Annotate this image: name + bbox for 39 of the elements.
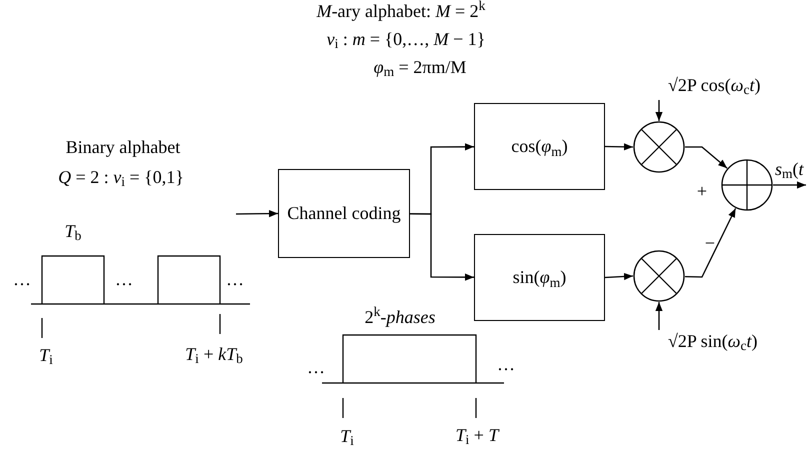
ellipsis-text: …: [12, 268, 32, 290]
arrow: [685, 146, 728, 169]
arrow: [604, 143, 634, 150]
formula-text: v$_{i}$ : m = {0,…, M − 1}: [326, 28, 486, 50]
ellipsis-text: …: [306, 356, 326, 378]
multiplier-symbol: [633, 121, 685, 173]
caption-text: Binary alphabet: [64, 136, 182, 158]
arrow: [655, 302, 663, 330]
formula-text: φ$_{m}$ = 2πm/M: [372, 56, 468, 78]
arrow: [604, 272, 634, 280]
process-box: [474, 234, 605, 321]
arrow: [773, 181, 806, 189]
ellipsis-text: …: [225, 268, 245, 290]
multiplier-symbol: [633, 250, 685, 302]
box-label: cos(φ$_{m}$): [511, 135, 568, 158]
time-label: T$_{i}$ + T: [454, 424, 500, 446]
output-label: s$_{m}$(t: [775, 158, 808, 180]
box-label: Channel coding: [287, 202, 401, 225]
caption-text: 2$^{k}$-phases: [364, 306, 436, 328]
sign-text: −: [704, 232, 716, 254]
arrow: [236, 210, 278, 218]
ellipsis-text: …: [114, 268, 134, 290]
carrier-label: √2P cos(ω$_{c}$t): [668, 74, 806, 100]
arrow: [655, 100, 663, 121]
formula-text: Q = 2 : v$_{i}$ = {0,1}: [57, 166, 185, 188]
summer-symbol: [721, 159, 773, 211]
process-box: [278, 169, 410, 258]
arrow: [684, 208, 736, 278]
time-label: T$_{i}$ + kT$_{b}$: [184, 343, 244, 366]
process-box: [474, 103, 605, 190]
arrow: [410, 213, 474, 281]
formula-text: M-ary alphabet: M = 2$^{k}$: [316, 0, 486, 22]
sign-text: +: [696, 180, 708, 202]
carrier-label: √2P sin(ω$_{c}$t): [668, 330, 806, 356]
time-label: T$_{i}$: [38, 344, 54, 366]
box-label: sin(φ$_{m}$): [512, 266, 566, 289]
time-label: T$_{b}$: [64, 220, 82, 242]
time-label: T$_{i}$: [339, 425, 355, 448]
ellipsis-text: …: [496, 353, 516, 376]
